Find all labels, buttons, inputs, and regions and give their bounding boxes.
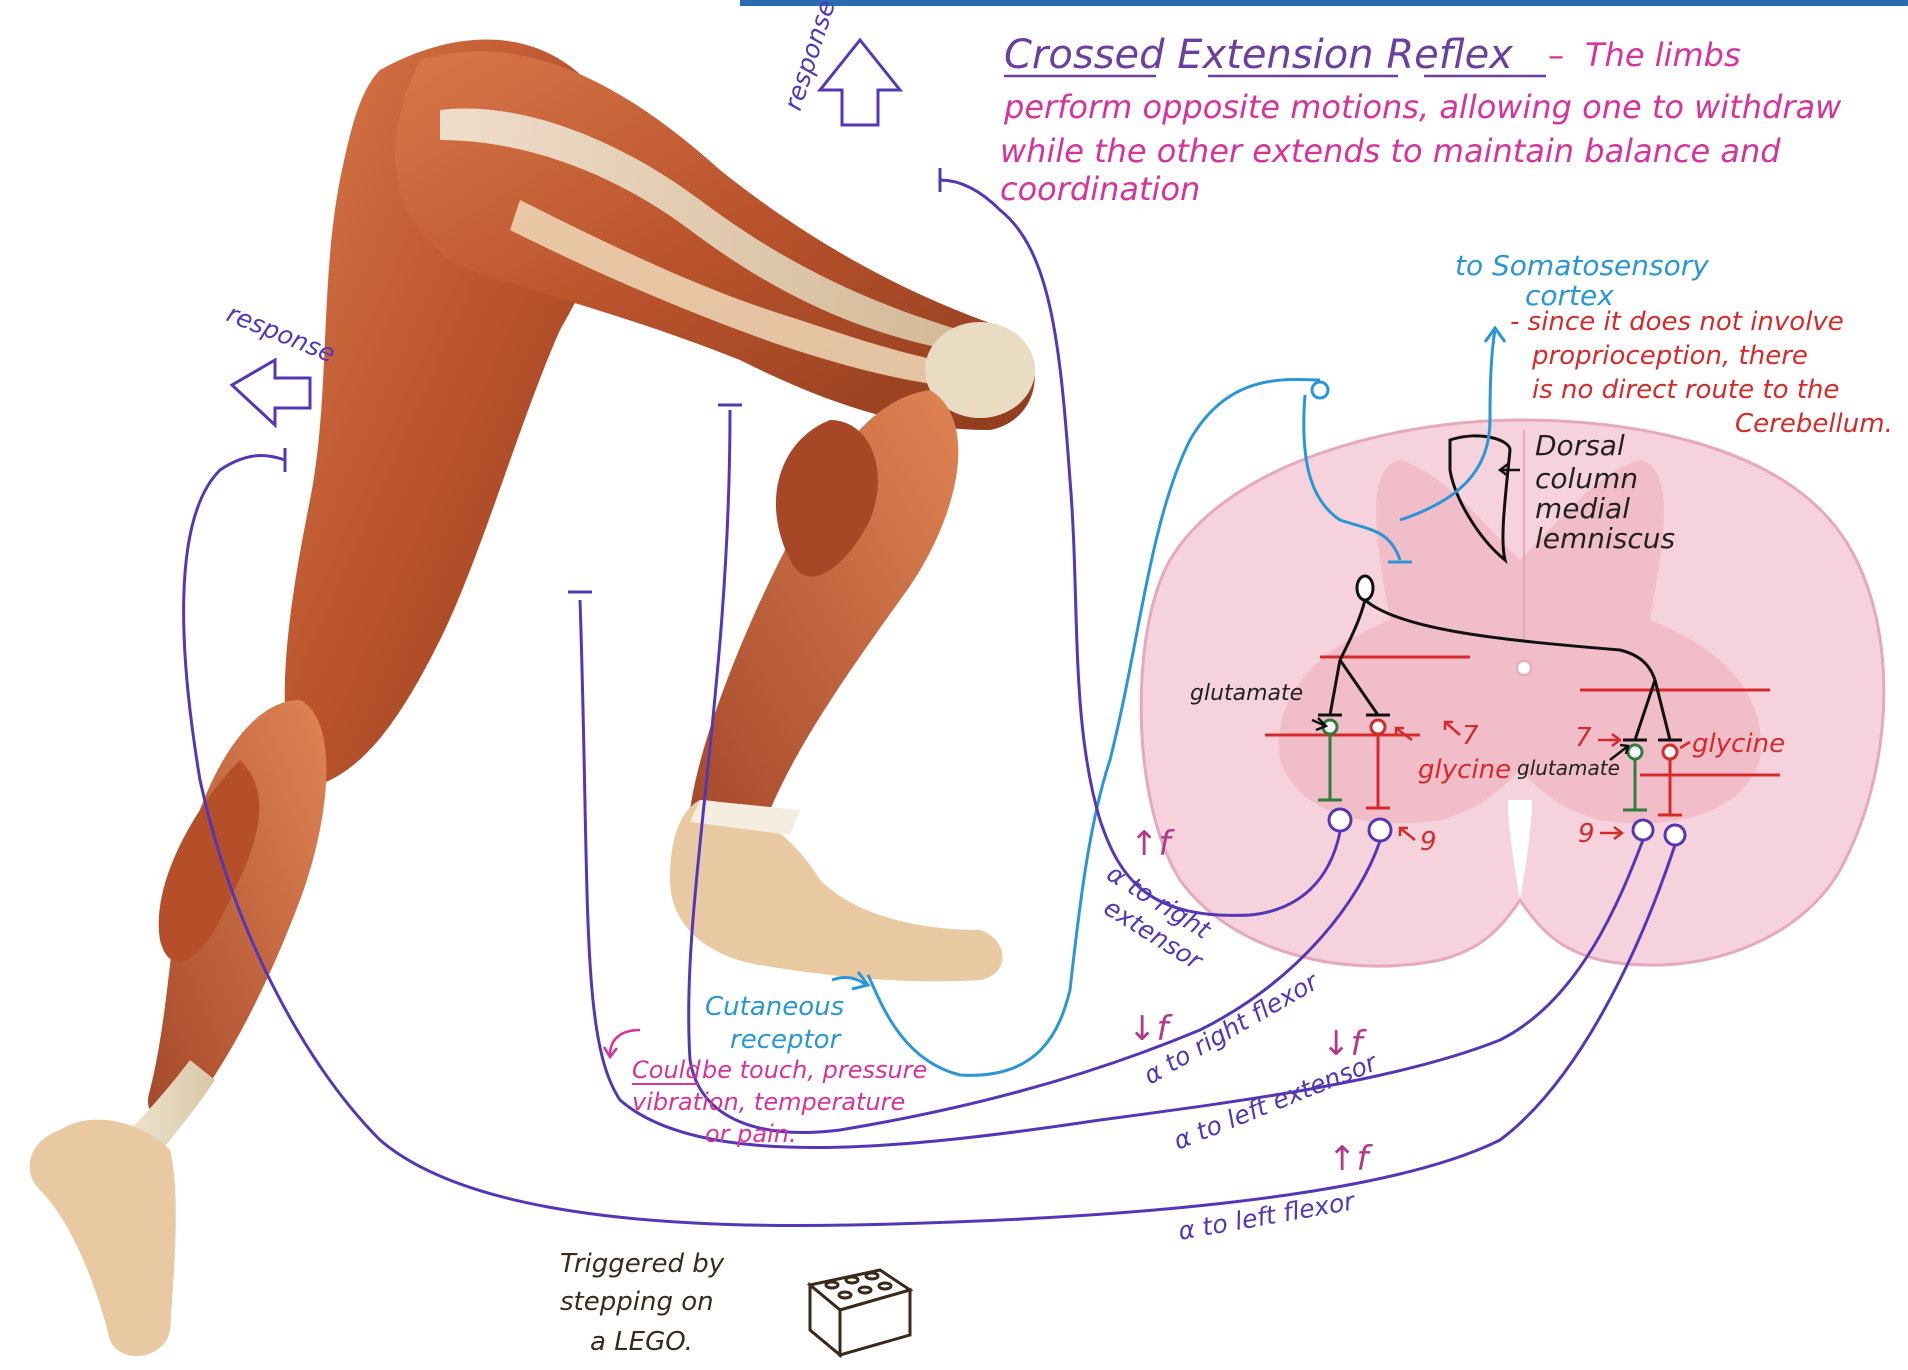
front-calf <box>775 420 878 577</box>
up-f-left-flexor: ↑f <box>1328 1139 1373 1179</box>
trigger-line-1: Triggered by <box>560 1249 725 1279</box>
ventral-fissure <box>1508 800 1532 900</box>
up-f-right-extensor: ↑f <box>1130 824 1175 864</box>
could-line-1: be touch, pressure <box>702 1056 927 1084</box>
back-calf-bulge <box>158 760 260 962</box>
front-foot <box>670 800 1003 982</box>
local-interneurons <box>1318 718 1682 817</box>
glutamate-left-label: glutamate <box>1190 681 1303 706</box>
legs-illustration <box>29 39 1035 1357</box>
title-block: Crossed Extension Reflex – The limbs per… <box>1000 32 1842 208</box>
response-left-label: response <box>223 299 340 369</box>
could-line-2: vibration, temperature <box>632 1088 905 1116</box>
dorsal-label-2: column <box>1535 462 1638 495</box>
front-thigh-fascia <box>440 108 960 350</box>
title-dash: – <box>1548 36 1564 74</box>
dorsal-label-3: medial <box>1535 492 1630 525</box>
cerebellum-note-3: is no direct route to the <box>1532 375 1839 405</box>
could-line-3: or pain. <box>705 1120 797 1148</box>
lamina7-left-label: 7 <box>1462 721 1479 751</box>
alpha-left-flexor: α to left flexor <box>1176 1186 1358 1246</box>
cerebellum-note-2: proprioception, there <box>1531 341 1808 371</box>
dorsal-column-tract <box>1448 434 1512 564</box>
back-calf <box>148 700 327 1121</box>
trigger-line-3: a LEGO. <box>590 1327 693 1357</box>
title-line1: The limbs <box>1585 36 1741 74</box>
lamina7-right-label: 7 <box>1575 723 1592 753</box>
dorsal-label-4: lemniscus <box>1535 522 1675 555</box>
title-heading: Crossed Extension Reflex <box>1004 32 1513 78</box>
somato-label-2: cortex <box>1525 279 1614 312</box>
interneuron-network <box>1318 574 1682 742</box>
cutaneous-label-2: receptor <box>730 1025 843 1055</box>
down-f-right-flexor: ↓f <box>1128 1009 1173 1049</box>
efferent-paths <box>182 168 1677 1228</box>
title-line3: while the other extends to maintain bala… <box>1000 132 1781 170</box>
cerebellum-note-4: Cerebellum. <box>1735 409 1893 439</box>
front-knee <box>925 322 1035 418</box>
down-f-left-extensor: ↓f <box>1322 1024 1367 1064</box>
title-line4: coordination <box>1000 170 1200 208</box>
glycine-left-label: glycine <box>1418 755 1511 785</box>
sensory-afferent <box>831 325 1507 1077</box>
response-top-label: response <box>778 0 841 114</box>
central-canal <box>1516 660 1532 676</box>
could-word: Could <box>632 1056 701 1084</box>
lamina-lines <box>1265 655 1780 777</box>
lamina9-left-label: 9 <box>1420 827 1437 857</box>
lego-brick-icon <box>806 1268 914 1359</box>
glutamate-right-label: glutamate <box>1517 756 1620 780</box>
top-accent-bar <box>740 0 1908 6</box>
front-shin <box>690 390 959 833</box>
title-line2: perform opposite motions, allowing one t… <box>1003 88 1842 126</box>
cutaneous-label-1: Cutaneous <box>705 992 844 1022</box>
alpha-motor-neurons <box>1327 807 1687 847</box>
cerebellum-note-1: - since it does not involve <box>1510 307 1844 337</box>
glycine-right-label: glycine <box>1692 729 1785 759</box>
trigger-line-2: stepping on <box>560 1287 714 1317</box>
response-arrow-left-icon <box>229 357 312 429</box>
back-foot <box>29 1119 176 1357</box>
response-arrow-top-icon <box>816 37 904 127</box>
front-ankle-band <box>690 800 800 835</box>
dorsal-label-1: Dorsal <box>1535 429 1625 462</box>
spinal-cord-section <box>1139 418 1886 968</box>
lamina9-right-label: 9 <box>1578 819 1595 849</box>
pointer-arrows <box>602 463 1691 1060</box>
somato-label-1: to Somatosensory <box>1455 249 1709 282</box>
